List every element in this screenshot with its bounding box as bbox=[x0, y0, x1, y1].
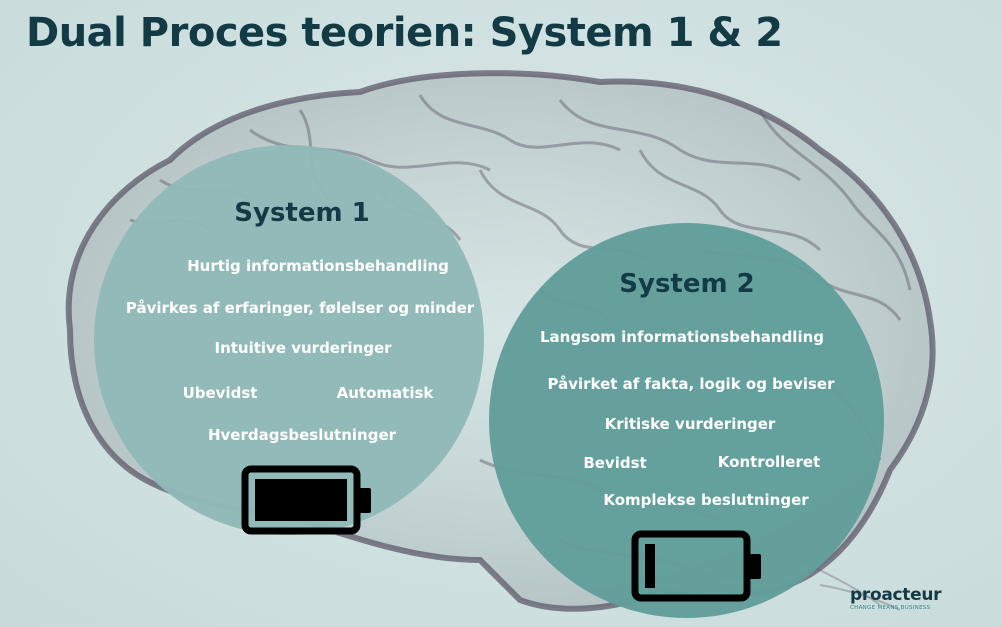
system2-item-complex: Komplekse beslutninger bbox=[603, 491, 809, 509]
system1-item-unconscious: Ubevidst bbox=[182, 384, 258, 402]
logo-name: proacteur bbox=[850, 585, 942, 605]
system1-heading: System 1 bbox=[234, 198, 370, 228]
system2-item-influenced: Påvirket af fakta, logik og beviser bbox=[547, 375, 835, 393]
system2-item-conscious: Bevidst bbox=[583, 454, 647, 472]
system1-item-intuitive: Intuitive vurderinger bbox=[214, 339, 392, 357]
system2-item-critical: Kritiske vurderinger bbox=[604, 415, 776, 433]
system1-item-fast: Hurtig informationsbehandling bbox=[187, 257, 449, 275]
system2-circle bbox=[489, 223, 884, 618]
battery-low-icon bbox=[631, 530, 761, 602]
system1-item-automatic: Automatisk bbox=[336, 384, 434, 402]
system1-item-everyday: Hverdagsbeslutninger bbox=[207, 426, 397, 444]
system2-item-slow: Langsom informationsbehandling bbox=[539, 328, 825, 346]
battery-full-icon bbox=[241, 465, 371, 535]
page-title: Dual Proces teorien: System 1 & 2 bbox=[26, 10, 783, 56]
system2-item-controlled: Kontrolleret bbox=[717, 453, 821, 471]
proacteur-logo: proacteur CHANGE MEANS BUSINESS bbox=[850, 585, 942, 611]
system2-heading: System 2 bbox=[619, 269, 755, 299]
logo-tagline: CHANGE MEANS BUSINESS bbox=[850, 605, 931, 611]
system1-item-influenced: Påvirkes af erfaringer, følelser og mind… bbox=[125, 299, 475, 317]
